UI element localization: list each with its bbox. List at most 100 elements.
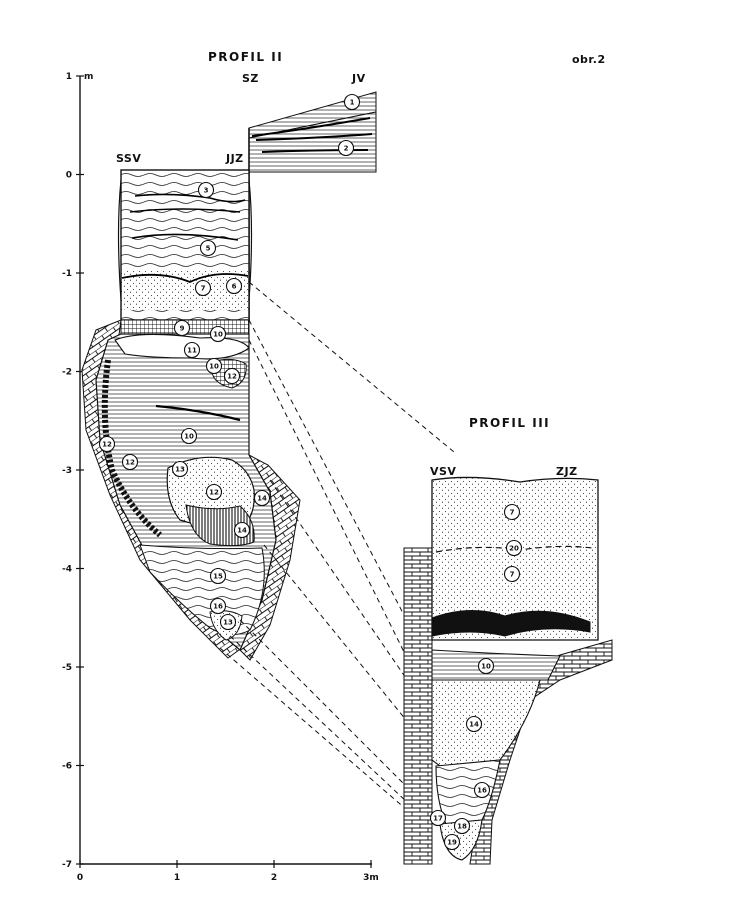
layer-marker: 18	[453, 817, 471, 835]
profile-2-upper-block	[248, 91, 377, 322]
layer-marker: 10	[477, 657, 495, 675]
layer-number: 15	[213, 573, 223, 581]
layer-number: 12	[125, 459, 135, 467]
layer-marker-circle	[477, 657, 495, 675]
layer-16-lower-fill	[139, 544, 265, 635]
y-tick-label: -3	[62, 466, 72, 476]
layer-marker-circle	[233, 521, 251, 539]
profile-2-column	[117, 169, 253, 335]
layer-number: 10	[184, 433, 194, 441]
layer-number: 9	[180, 325, 185, 333]
layer-marker-circle	[205, 483, 223, 501]
layer-marker-circle	[209, 325, 227, 343]
layer-marker-circle	[98, 435, 116, 453]
layer-12-left-stripe	[101, 359, 162, 538]
layer-marker-circle	[199, 239, 217, 257]
layer-number: 2	[344, 145, 349, 153]
layer-number: 12	[209, 489, 219, 497]
layer-number: 10	[213, 331, 223, 339]
layer-number: 7	[510, 571, 515, 579]
layer-number: 6	[232, 283, 237, 291]
layer-marker: 19	[443, 833, 461, 851]
layer-number: 19	[447, 839, 457, 847]
profile-3-rock-wall	[403, 547, 433, 865]
layer-number: 13	[223, 619, 233, 627]
layer-number: 10	[209, 363, 219, 371]
layer-marker-circle	[473, 781, 491, 799]
profile-2-dir-right: JJZ	[225, 152, 244, 165]
y-tick-label: 1	[66, 72, 72, 82]
layer-marker-circle	[429, 809, 447, 827]
layer-marker: 16	[209, 597, 227, 615]
layer-marker: 20	[505, 539, 523, 557]
x-tick-label: 3m	[363, 873, 379, 883]
layer-number: 11	[187, 347, 197, 355]
layer-marker: 13	[219, 613, 237, 631]
y-tick-label: -2	[62, 368, 72, 378]
layer-18-19-bottom	[439, 819, 483, 861]
layer-7-sand	[122, 270, 248, 310]
layer-marker: 9	[173, 319, 191, 337]
x-tick-label: 2	[271, 873, 277, 883]
profile-2-dir-jv: JV	[351, 72, 366, 85]
layer-marker: 14	[233, 521, 251, 539]
profile-3-layer-markers: 7 20 7 10 14 16 17 18 19	[429, 503, 523, 851]
profile-3-column	[403, 476, 613, 865]
layer-number: 17	[433, 815, 443, 823]
layer-number: 7	[201, 285, 206, 293]
y-axis-ticks: 10-1-2-3-4-5-6-7	[62, 72, 84, 870]
profile-2-lower-body	[81, 319, 301, 661]
y-tick-label: -6	[62, 762, 72, 772]
layer-number: 14	[469, 721, 479, 729]
layer-7-top-line	[121, 273, 249, 283]
layer-marker: 12	[205, 483, 223, 501]
profile-2-dark-lenses	[129, 193, 246, 289]
layer-marker: 16	[473, 781, 491, 799]
layer-marker-circle	[465, 715, 483, 733]
layer-marker: 1	[343, 93, 361, 111]
layer-marker-circle	[503, 565, 521, 583]
layer-marker: 14	[253, 489, 271, 507]
layer-marker-circle	[183, 341, 201, 359]
layer-marker: 15	[209, 567, 227, 585]
layer-marker: 7	[503, 565, 521, 583]
layer-marker-circle	[219, 613, 237, 631]
layer-number: 16	[477, 787, 487, 795]
figure-label: obr.2	[572, 53, 606, 66]
x-tick-label: 0	[77, 873, 83, 883]
layer-marker: 12	[121, 453, 139, 471]
layer-marker: 11	[183, 341, 201, 359]
layer-marker-circle	[505, 539, 523, 557]
layer-marker-circle	[121, 453, 139, 471]
profile-3-dir-left: VSV	[430, 465, 456, 478]
layer-marker: 5	[199, 239, 217, 257]
layer-number: 12	[227, 373, 237, 381]
y-tick-label: -1	[62, 269, 72, 279]
layer-marker-circle	[453, 817, 471, 835]
layer-marker-circle	[503, 503, 521, 521]
y-tick-label: -7	[62, 860, 72, 870]
layer-marker-circle	[443, 833, 461, 851]
layer-number: 7	[510, 509, 515, 517]
layer-number: 20	[509, 545, 519, 553]
y-tick-label: -5	[62, 663, 72, 673]
layer-marker: 10	[205, 357, 223, 375]
layer-marker: 2	[337, 139, 355, 157]
layer-7-dark-band	[431, 609, 591, 637]
layer-marker: 7	[194, 279, 212, 297]
profile-3-title: PROFIL III	[469, 416, 550, 430]
layer-number: 3	[204, 187, 209, 195]
y-tick-label: 0	[66, 171, 72, 181]
dark-lens-10	[155, 404, 241, 422]
layer-number: 13	[175, 466, 185, 474]
correlation-lines	[219, 281, 455, 831]
layer-number: 14	[257, 495, 267, 503]
layer-marker-circle	[205, 357, 223, 375]
layer-marker: 13	[171, 460, 189, 478]
layer-14-body-p3	[431, 679, 541, 767]
layer-number: 5	[206, 245, 211, 253]
layer-marker: 17	[429, 809, 447, 827]
